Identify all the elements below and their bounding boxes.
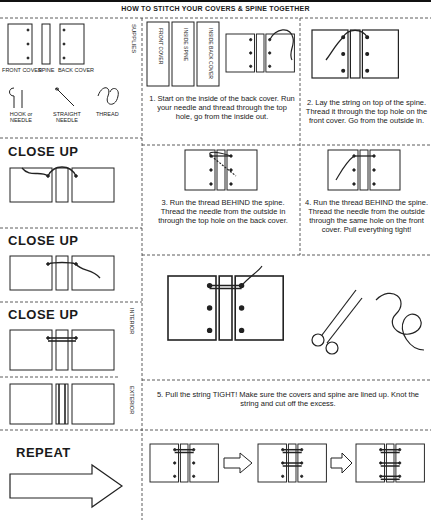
part-label: INTERIOR [129,308,135,334]
step-caption: 4. Run the thread BEHIND the spine. Thre… [304,196,429,237]
step-illustration [185,150,257,190]
part-label: THREAD [96,111,119,117]
step-caption: 1. Start on the inside of the back cover… [147,92,297,124]
thread-icon [376,293,424,350]
top-border [0,0,431,2]
section-heading: REPEAT [16,446,71,461]
supplies-illustration [8,24,118,108]
step-caption: 2. Lay the string on top of the spine. T… [304,96,429,128]
step-caption: 5. Pull the string TIGHT! Make sure the … [148,388,428,411]
part-label: INSIDE BACK COVER [207,28,213,79]
step-illustration [312,30,398,78]
step-illustration [328,150,400,190]
part-label: INSIDE SPINE [182,28,188,61]
section-heading: CLOSE UP [8,234,78,249]
part-label: FRONT COVER [2,67,42,73]
cover-sketches [147,22,219,86]
step-text: 4. Run the thread BEHIND the spine. Thre… [305,198,428,234]
step-text: 3. Run the thread BEHIND the spine. Thre… [149,198,297,225]
step-illustration [226,30,294,72]
part-label: BACK COVER [56,67,96,73]
part-label: HOOK or NEEDLE [1,111,41,124]
section-heading: CLOSE UP [8,308,78,323]
page-title: HOW TO STITCH YOUR COVERS & SPINE TOGETH… [0,5,431,12]
step-text: 5. Pull the string TIGHT! Make sure the … [149,390,427,408]
part-label: STRAIGHT NEEDLE [46,111,88,124]
close-up-illustration [10,167,114,424]
part-label: SUPPLIES [130,24,137,53]
part-label: FRONT COVER [157,28,163,64]
step-text: 1. Start on the inside of the back cover… [148,94,296,121]
repeat-illustration [150,444,424,482]
section-heading: CLOSE UP [8,145,78,160]
part-label: EXTERIOR [129,386,135,414]
repeat-arrow [10,465,122,507]
part-label: SPINE [38,67,55,73]
step-text: 2. Lay the string on top of the spine. T… [305,98,428,125]
scissors-icon [312,290,362,354]
step-illustration [168,266,283,340]
panel-grid [0,18,431,520]
step-caption: 3. Run the thread BEHIND the spine. Thre… [148,196,298,228]
